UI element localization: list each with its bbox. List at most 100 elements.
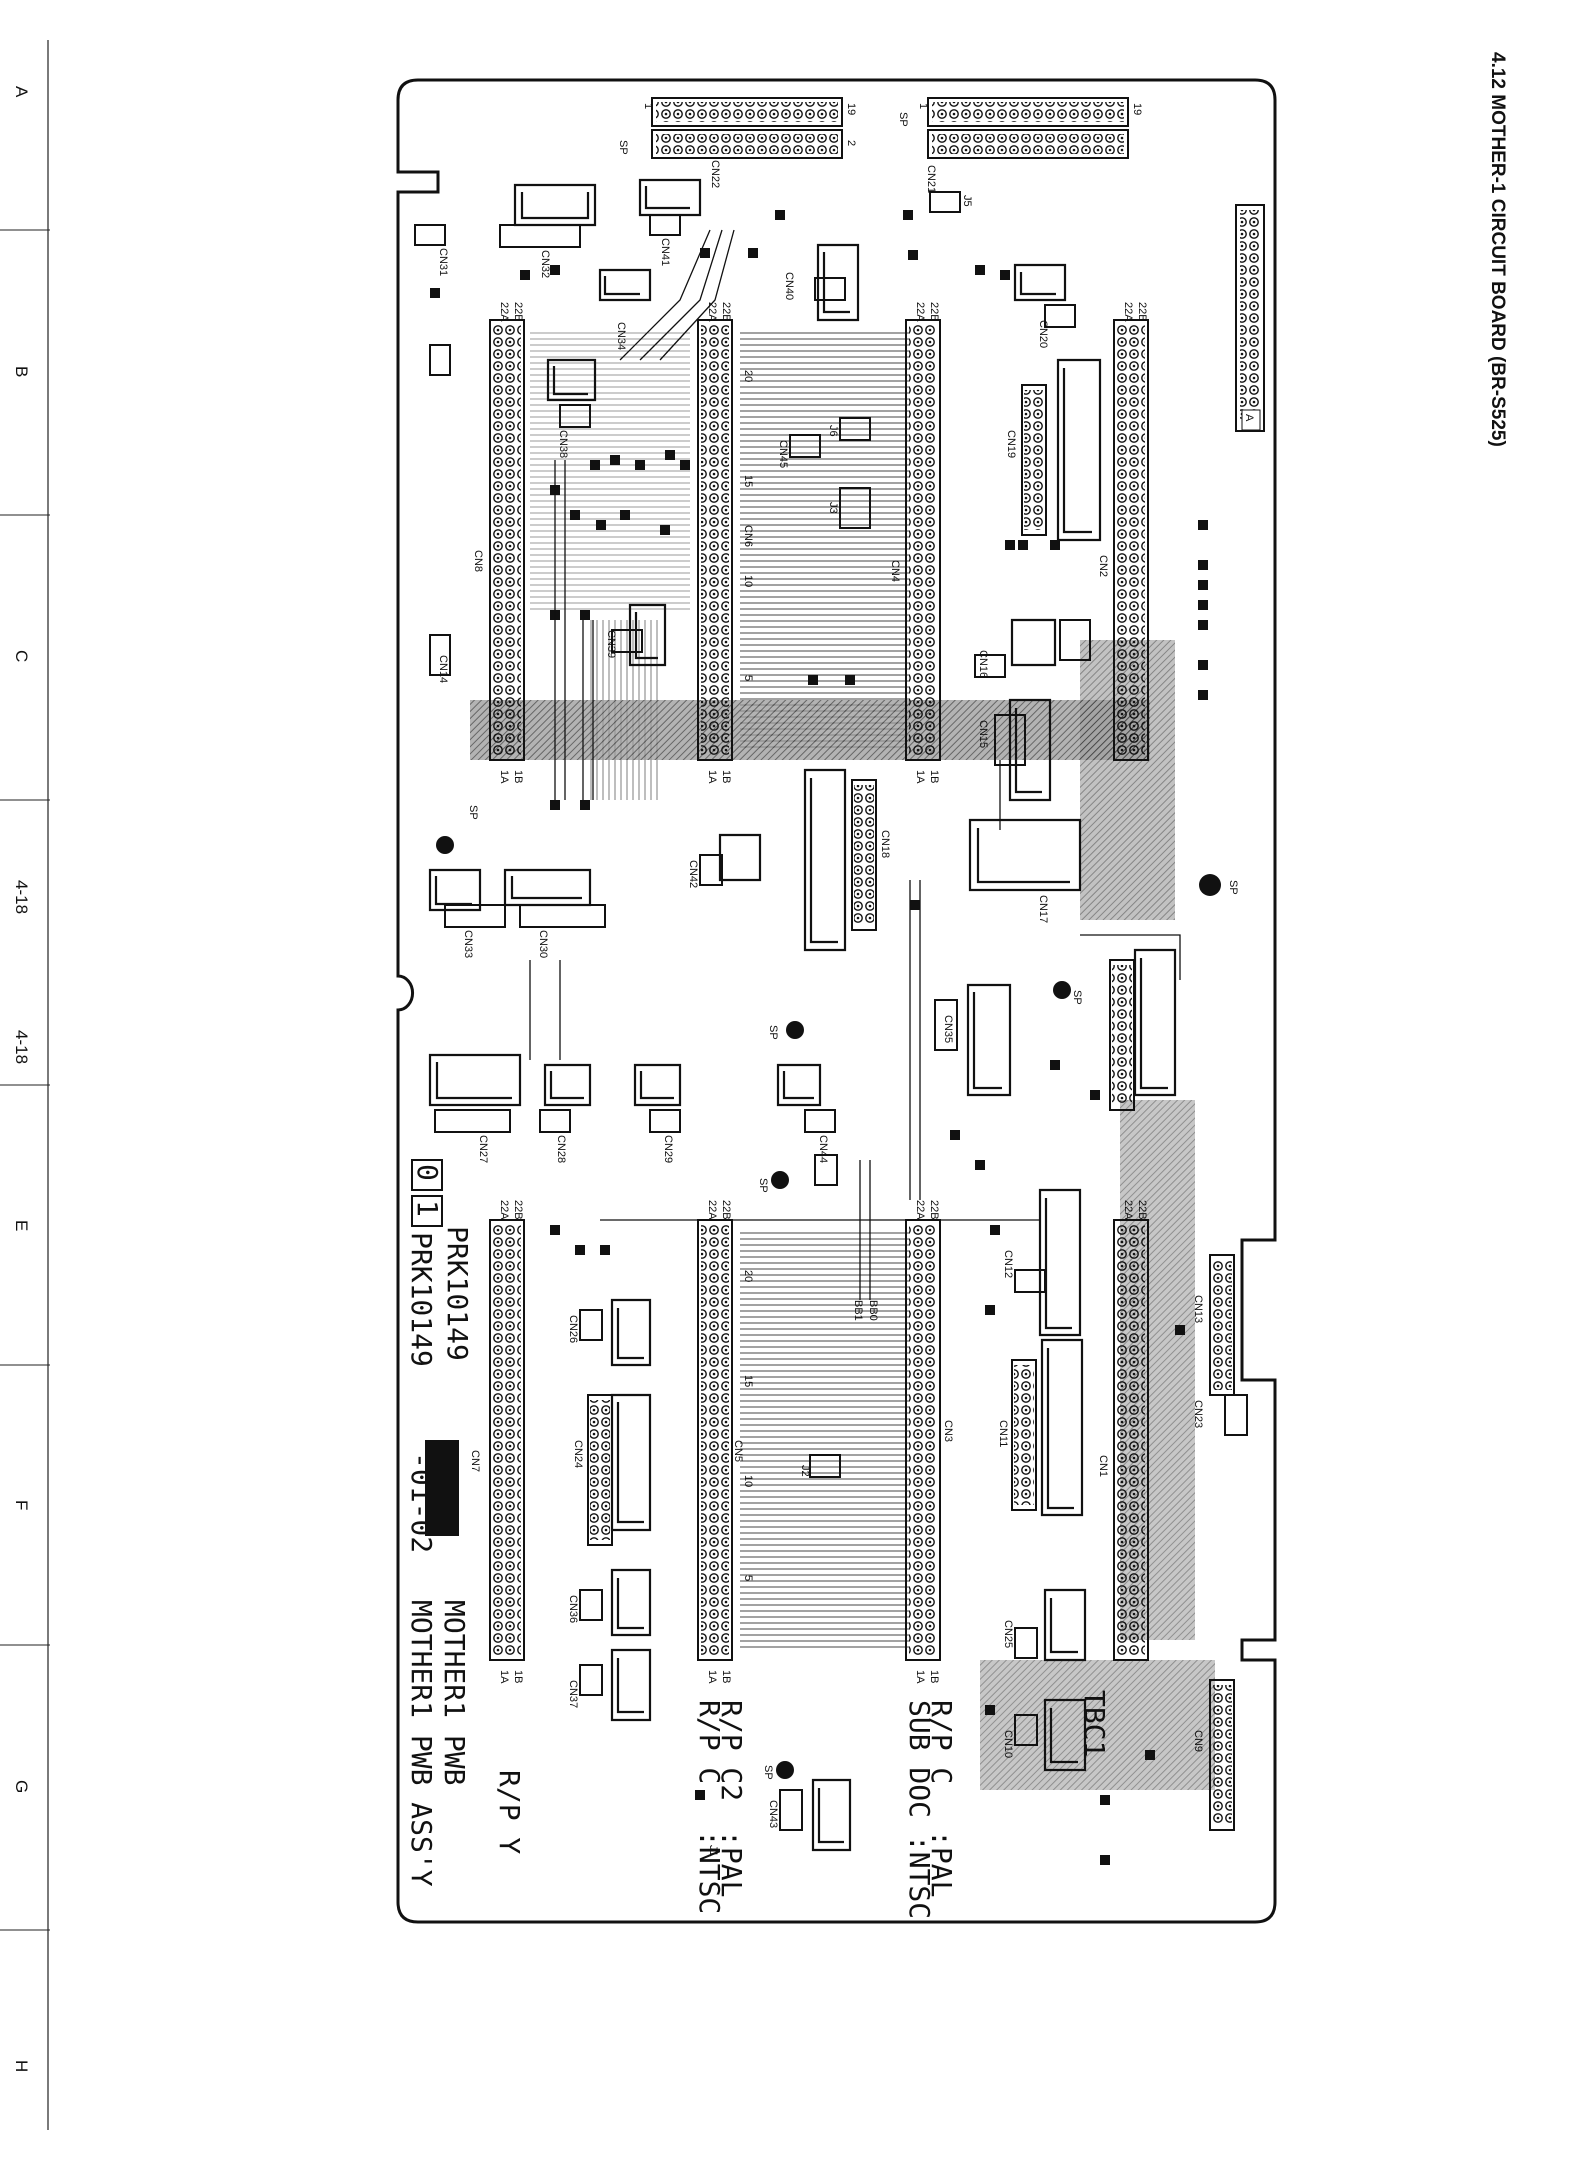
cn7-label: CN7 bbox=[469, 1450, 481, 1472]
sp-labels: SP SP SP SP SP SP SP SP bbox=[467, 112, 1239, 1780]
pin-22a-label: 22A bbox=[1122, 302, 1134, 322]
pin-22a-label: 22A bbox=[706, 302, 718, 322]
connector-cn22-strip bbox=[651, 97, 843, 159]
connector-labels-top: CN31 CN32 CN41 CN22 CN21 J5 CN40 CN34 CN… bbox=[437, 160, 1109, 958]
cn18-label: CN18 bbox=[879, 830, 891, 858]
pin-22a-label: 22A bbox=[498, 302, 510, 322]
pin-22b-label: 22B bbox=[1136, 302, 1148, 322]
pin-22a-label: 22A bbox=[914, 1200, 926, 1220]
cn23-label: CN23 bbox=[1192, 1400, 1204, 1428]
cn15-label: CN15 bbox=[977, 720, 989, 748]
cn20-label: CN20 bbox=[1037, 320, 1049, 348]
sp-label: SP bbox=[762, 1765, 774, 1780]
header-cn5 bbox=[697, 1219, 733, 1661]
cn12-label: CN12 bbox=[1002, 1250, 1014, 1278]
cn24-label: CN24 bbox=[572, 1440, 584, 1468]
pin-19-label: 19 bbox=[845, 103, 857, 115]
cn30-label: CN30 bbox=[537, 930, 549, 958]
sp-label: SP bbox=[897, 112, 909, 127]
pin-1b-label: 1B bbox=[928, 770, 940, 783]
j3-label: J3 bbox=[827, 502, 839, 514]
pin-5-label: 5 bbox=[742, 1575, 754, 1581]
cn27-label: CN27 bbox=[477, 1135, 489, 1163]
cn34-label: CN34 bbox=[615, 322, 627, 350]
header-cn1 bbox=[1113, 1219, 1149, 1661]
cn16-label: CN16 bbox=[977, 650, 989, 678]
page-title: 4.12 MOTHER-1 CIRCUIT BOARD (BR-S525) bbox=[1487, 52, 1508, 447]
cn22-label: CN22 bbox=[709, 160, 721, 188]
pin-1a-label: 1A bbox=[706, 770, 718, 784]
pwb-box-0-text: 0 bbox=[411, 1164, 444, 1181]
cn28-label: CN28 bbox=[555, 1135, 567, 1163]
pin-22a-label: 22A bbox=[498, 1200, 510, 1220]
pin-22b-label: 22B bbox=[928, 1200, 940, 1220]
rp-y-label: R/P Y bbox=[493, 1770, 526, 1854]
pal-label-1: :PAL bbox=[925, 1830, 958, 1897]
pwb-box-1 bbox=[411, 1195, 443, 1227]
grid-row-f: F bbox=[12, 1500, 31, 1510]
pin-22b-label: 22B bbox=[512, 302, 524, 322]
cn14-label: CN14 bbox=[437, 655, 449, 683]
pin-1a-label: 1A bbox=[498, 770, 510, 784]
pwb-box-1-text: 1 bbox=[411, 1200, 444, 1217]
cn10-label: CN10 bbox=[1002, 1730, 1014, 1758]
cn26-label: CN26 bbox=[567, 1315, 579, 1343]
cn36-label: CN36 bbox=[567, 1595, 579, 1623]
j6-label: J6 bbox=[827, 425, 839, 437]
header-cn6 bbox=[697, 319, 733, 761]
pin-1b-label: 1B bbox=[720, 1670, 732, 1683]
grid-row-c: C bbox=[12, 650, 31, 662]
pin-5-label: 5 bbox=[742, 675, 754, 681]
header-cn4 bbox=[905, 319, 941, 761]
rpc2-label: R/P C2 bbox=[715, 1700, 748, 1801]
cn43-label: CN43 bbox=[767, 1800, 779, 1828]
strip-cn13 bbox=[1209, 1254, 1235, 1396]
connector-cn21-strip bbox=[927, 97, 1129, 159]
edge-pin-strip: A bbox=[1235, 204, 1265, 432]
pin-1b-label: 1B bbox=[512, 770, 524, 783]
bb0-label: BB0 bbox=[867, 1300, 879, 1321]
cn33-label: CN33 bbox=[462, 930, 474, 958]
pin-22b-label: 22B bbox=[720, 1200, 732, 1220]
pin-22b-label: 22B bbox=[512, 1200, 524, 1220]
grid-row-b: B bbox=[12, 366, 31, 377]
cn38-label: CN38 bbox=[557, 430, 569, 458]
j1-label: J1 bbox=[707, 1845, 719, 1857]
pwb-part-number-2: PRK10149 bbox=[405, 1232, 438, 1367]
pin-1a-label: 1A bbox=[498, 1670, 510, 1684]
cn45-label: CN45 bbox=[777, 440, 789, 468]
sp-label: SP bbox=[757, 1178, 769, 1193]
cn19-label: CN19 bbox=[1005, 430, 1017, 458]
pin-1-label: 1 bbox=[917, 103, 929, 109]
grid-row-4-18b: 4-18 bbox=[12, 1030, 31, 1064]
header-cn3 bbox=[905, 1219, 941, 1661]
pin-number-labels: 22B 22A 22B 22A 22B 22A 22B 22A 1B 1A 1B… bbox=[498, 103, 1148, 1684]
header-cn8 bbox=[489, 319, 525, 761]
sub-doc-label: SUB DOC :NTSC bbox=[903, 1700, 936, 1919]
pin-22a-label: 22A bbox=[1122, 1200, 1134, 1220]
grid-row-h: H bbox=[12, 2060, 31, 2072]
strip-cn24 bbox=[587, 1394, 613, 1546]
pin-1a-label: 1A bbox=[914, 770, 926, 784]
cn5-label: CN5 bbox=[732, 1440, 744, 1462]
pin-20-label: 20 bbox=[742, 370, 754, 382]
assy-label-1: MOTHER1 PWB bbox=[438, 1600, 471, 1785]
header-cn2 bbox=[1113, 319, 1149, 761]
grid-row-g: G bbox=[12, 1780, 31, 1793]
strip-cn11 bbox=[1011, 1359, 1037, 1511]
cn2-label: CN2 bbox=[1097, 555, 1109, 577]
assy-label-2: MOTHER1 PWB ASS'Y bbox=[405, 1600, 438, 1887]
cn39-label: CN39 bbox=[605, 630, 617, 658]
a-mark: A bbox=[1243, 414, 1255, 422]
pin-22a-label: 22A bbox=[914, 302, 926, 322]
mount-points bbox=[436, 836, 1221, 1779]
pin-22b-label: 22B bbox=[928, 302, 940, 322]
sp-label: SP bbox=[1071, 990, 1083, 1005]
cn4-label: CN4 bbox=[889, 560, 901, 582]
rp-c-top-label: R/P C bbox=[925, 1700, 958, 1784]
sp-label: SP bbox=[1227, 880, 1239, 895]
trace-bus-lower-main bbox=[740, 1230, 910, 1650]
pin-19-label: 19 bbox=[1131, 103, 1143, 115]
cn6-label: CN6 bbox=[742, 525, 754, 547]
pal-label-2: :PAL bbox=[715, 1830, 748, 1897]
